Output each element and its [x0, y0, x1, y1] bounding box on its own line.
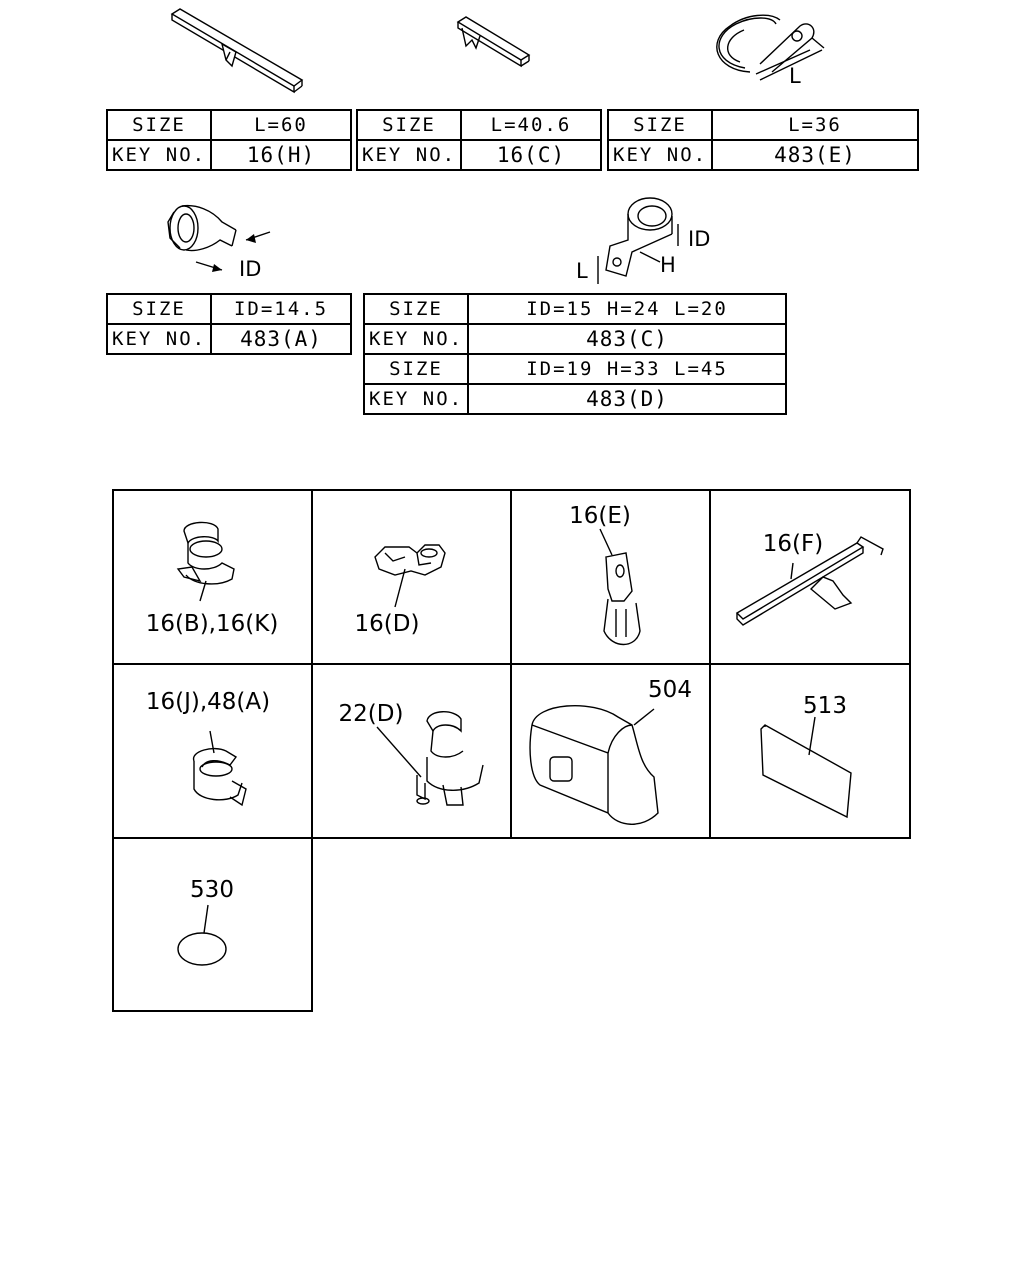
grid-cell-16e: 16(E)	[510, 489, 711, 665]
size-table-483cd: SIZE ID=15 H=24 L=20 KEY NO. 483(C) SIZE…	[363, 293, 787, 415]
short-strip-clip-drawing	[456, 16, 531, 68]
size-label: SIZE	[607, 109, 713, 141]
dim-label-h: H	[660, 253, 676, 277]
top-drawings: L ID ID H L	[167, 8, 825, 284]
key-no-label: KEY NO.	[363, 383, 469, 415]
key-no-label: KEY NO.	[106, 139, 212, 171]
clamp-icon: 16(J),48(A)	[146, 689, 270, 807]
key-no-value: 483(D)	[467, 383, 787, 415]
open-clamp-drawing	[167, 204, 271, 271]
key-no-label: KEY NO.	[363, 323, 469, 355]
size-value: ID=14.5	[210, 293, 352, 325]
grid-cell-504: 504	[510, 663, 711, 839]
grid-cell-16j-48a: 16(J),48(A)	[112, 663, 313, 839]
grid-cell-16d: 16(D)	[311, 489, 512, 665]
key-no-value: 483(E)	[711, 139, 919, 171]
size-table-16h: SIZE L=60 KEY NO. 16(H)	[106, 109, 352, 171]
size-label: SIZE	[106, 293, 212, 325]
part-label: 16(F)	[763, 531, 823, 557]
p-clamp-drawing	[597, 197, 679, 284]
grommet-icon: 504	[529, 677, 692, 825]
size-label: SIZE	[356, 109, 462, 141]
dim-label-id-2: ID	[688, 227, 710, 251]
part-label: 16(J),48(A)	[146, 689, 270, 715]
part-label: 504	[648, 677, 692, 703]
part-label: 16(B),16(K)	[146, 611, 279, 637]
long-clip-icon: 16(F)	[735, 531, 884, 626]
key-no-label: KEY NO.	[106, 323, 212, 355]
size-table-483a: SIZE ID=14.5 KEY NO. 483(A)	[106, 293, 352, 355]
dim-label-l-2: L	[576, 259, 588, 283]
grid-cell-513: 513	[709, 663, 911, 839]
part-label: 530	[190, 877, 234, 903]
key-no-value: 483(A)	[210, 323, 352, 355]
size-label: SIZE	[363, 353, 469, 385]
size-value: ID=19 H=33 L=45	[467, 353, 787, 385]
loop-clip-drawing	[716, 14, 825, 81]
key-no-value: 16(C)	[460, 139, 602, 171]
key-no-label: KEY NO.	[607, 139, 713, 171]
grid-cell-16b-16k: 16(B),16(K)	[112, 489, 313, 665]
part-label: 22(D)	[339, 701, 404, 727]
dim-label-l-1: L	[789, 64, 801, 88]
seal-icon: 530	[177, 877, 234, 966]
clamp-icon: 16(B),16(K)	[146, 521, 279, 637]
parts-grid: 16(B),16(K) 16(D) 16(E)	[112, 489, 911, 1012]
size-value: L=60	[210, 109, 352, 141]
grid-cell-16f: 16(F)	[709, 489, 911, 665]
grid-cell-530: 530	[112, 837, 313, 1012]
key-no-value: 16(H)	[210, 139, 352, 171]
size-table-483e: SIZE L=36 KEY NO. 483(E)	[607, 109, 919, 171]
key-no-label: KEY NO.	[356, 139, 462, 171]
grid-cell-22d: 22(D)	[311, 663, 512, 839]
size-value: ID=15 H=24 L=20	[467, 293, 787, 325]
pad-icon: 513	[760, 693, 852, 819]
size-table-16c: SIZE L=40.6 KEY NO. 16(C)	[356, 109, 602, 171]
dim-label-id-1: ID	[239, 257, 261, 281]
size-label: SIZE	[106, 109, 212, 141]
size-value: L=36	[711, 109, 919, 141]
part-label: 513	[803, 693, 847, 719]
bracket-clip-icon: 16(E)	[569, 503, 641, 646]
part-label: 16(D)	[355, 611, 420, 637]
clip-icon: 16(D)	[355, 544, 446, 637]
double-clamp-icon: 22(D)	[339, 701, 484, 806]
long-strip-clip-drawing	[170, 8, 304, 94]
part-label: 16(E)	[569, 503, 631, 529]
size-label: SIZE	[363, 293, 469, 325]
key-no-value: 483(C)	[467, 323, 787, 355]
size-value: L=40.6	[460, 109, 602, 141]
